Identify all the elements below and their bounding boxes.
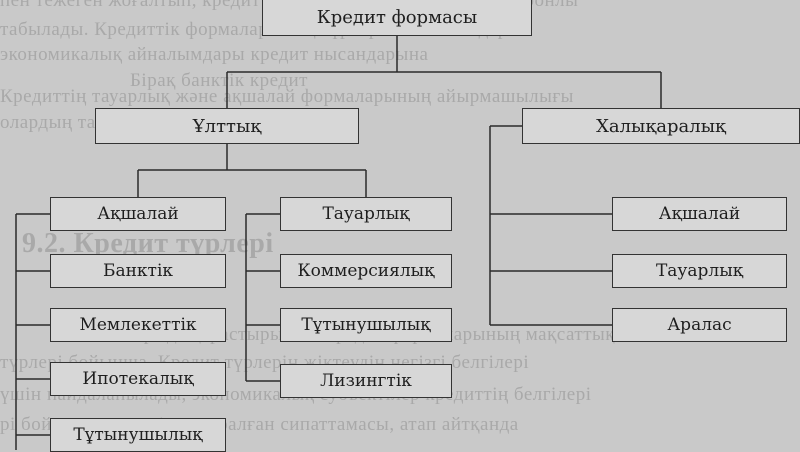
- node-international-commodity: Тауарлық: [612, 254, 787, 288]
- node-international: Халықаралық: [522, 108, 800, 144]
- background-heading: 9.2. Кредит түрлері: [22, 228, 274, 259]
- node-mortgage: Ипотекалық: [50, 362, 226, 396]
- node-commercial: Коммерсиялық: [280, 254, 452, 288]
- node-monetary: Ақшалай: [50, 197, 226, 231]
- node-state: Мемлекеттік: [50, 308, 226, 342]
- node-leasing: Лизингтік: [280, 364, 452, 398]
- node-commodity: Тауарлық: [280, 197, 452, 231]
- node-consumer: Тұтынушылық: [50, 418, 226, 452]
- node-banking: Банктік: [50, 254, 226, 288]
- node-international-monetary: Ақшалай: [612, 197, 787, 231]
- background-line: Бірақ банктік кредит: [130, 70, 308, 91]
- node-national: Ұлттық: [95, 108, 359, 144]
- node-credit-form: Кредит формасы: [262, 0, 532, 36]
- node-mixed: Аралас: [612, 308, 787, 342]
- node-consumer-commodity: Тұтынушылық: [280, 308, 452, 342]
- background-line: экономикалық айналымдары кредит нысандар…: [0, 44, 429, 65]
- background-line: Кредиттің тауарлық және ақшалай формалар…: [0, 86, 574, 107]
